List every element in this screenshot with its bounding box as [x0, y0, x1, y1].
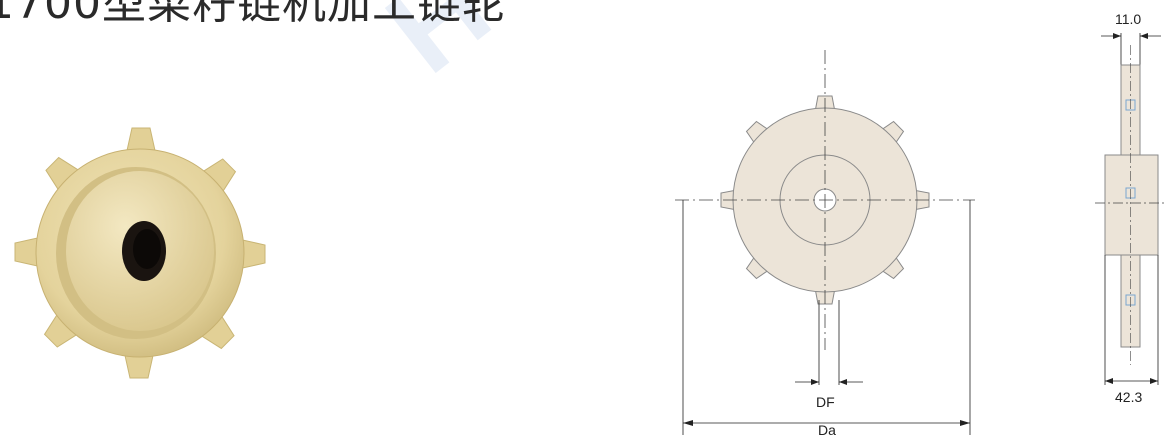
top-width-label: 11.0 — [1115, 11, 1141, 27]
bottom-width-label: 42.3 — [1115, 389, 1142, 405]
df-label: DF — [816, 394, 835, 410]
sprocket-photo — [14, 127, 266, 379]
page-title: 1700型菜籽链机加工链轮 — [0, 0, 507, 29]
da-label: Da — [818, 422, 836, 438]
front-view-drawing: DF Da — [675, 50, 975, 438]
side-view-drawing: 11.0 42.3 — [1095, 11, 1165, 405]
